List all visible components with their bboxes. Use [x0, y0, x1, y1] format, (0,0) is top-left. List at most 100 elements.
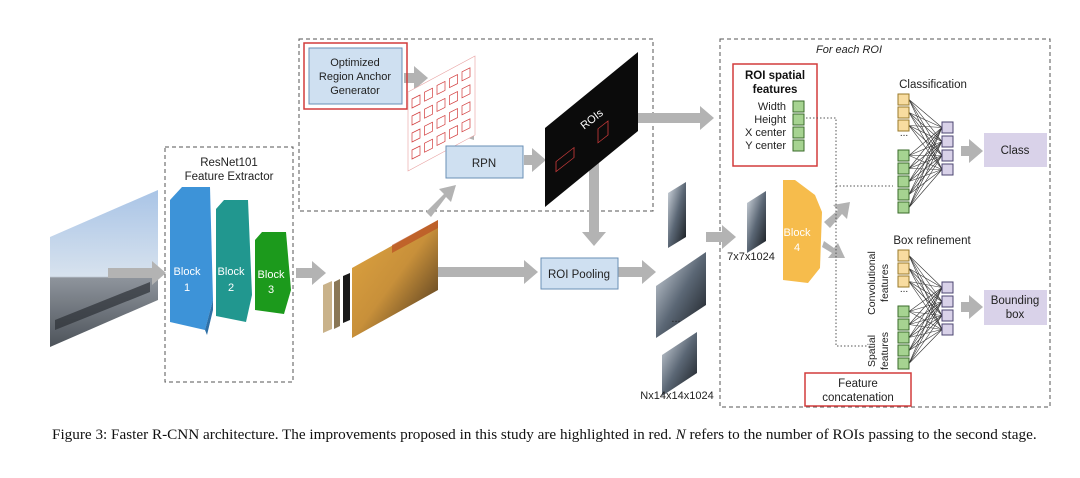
nn-input-node — [897, 106, 910, 119]
bbox-output-box — [984, 290, 1047, 325]
nn-edge — [908, 329, 943, 351]
nn-input-node — [897, 275, 910, 288]
nn-output-node — [941, 121, 954, 134]
arrow-input-to-block1 — [108, 261, 166, 285]
anchor-box — [436, 114, 446, 129]
block-1-number: 1 — [184, 282, 190, 294]
rpn-region — [298, 38, 654, 212]
arrow-anchor-to-grid — [404, 66, 428, 90]
nn-edge — [908, 99, 943, 128]
anchor-box — [411, 111, 421, 126]
anchor-box — [461, 101, 471, 116]
caption-prefix: Figure 3: Faster R-CNN architecture. The… — [52, 426, 676, 443]
anchor-box — [411, 94, 421, 109]
class-output-label: Class — [1001, 145, 1030, 157]
nn-output-node — [941, 163, 954, 176]
nn-input-node — [897, 201, 910, 214]
nn-edge — [908, 125, 943, 128]
nn-edge — [908, 268, 943, 330]
nn-input-node — [897, 344, 910, 357]
nn-edge — [908, 281, 943, 330]
anchor-box — [461, 118, 471, 133]
anchor-box — [449, 108, 458, 123]
nn-edge — [908, 329, 943, 338]
nn-edge — [908, 99, 943, 170]
spatial-node — [792, 113, 805, 126]
nn-edge — [908, 255, 943, 330]
feature-concat-line1: Feature — [838, 378, 878, 390]
nn-input-node — [897, 318, 910, 331]
nn-edge — [908, 329, 943, 364]
block4-input-dims-label: 7x7x1024 — [727, 251, 775, 263]
anchor-box — [449, 91, 458, 106]
feature-maps — [323, 220, 438, 338]
nn-edge — [908, 324, 943, 330]
pooled-crops — [656, 182, 766, 396]
nn-edge — [908, 141, 943, 156]
nn-output-node — [941, 135, 954, 148]
block-4 — [783, 180, 822, 283]
anchor-box — [449, 125, 458, 140]
architecture-diagram: Block 1 Block 2 Block 3 Block 4 ResNet10… — [50, 38, 1051, 408]
arrow-rpn-to-rois — [524, 148, 546, 172]
nn-edge — [908, 112, 943, 170]
spatial-item-height: Height — [754, 114, 786, 126]
resnet-blocks — [170, 180, 822, 335]
anchor-box — [424, 138, 433, 153]
nn-edge — [908, 301, 943, 312]
classification-label: Classification — [899, 79, 967, 91]
nn-edge — [908, 311, 943, 316]
pooled-dims-label: Nx14x14x1024 — [640, 390, 713, 402]
arrow-features-to-rpn — [426, 185, 456, 217]
nn-edge — [908, 169, 943, 195]
nn-edge — [908, 169, 943, 182]
block-3 — [255, 232, 291, 314]
feature-extractor-title-line2: Feature Extractor — [185, 171, 274, 183]
nn-edge — [908, 301, 943, 364]
block-2-number: 2 — [228, 282, 234, 294]
nn-input-node — [897, 305, 910, 318]
nn-input-node — [897, 331, 910, 344]
arrow-nn-to-bbox — [961, 295, 983, 319]
nn-input-node — [897, 249, 910, 262]
rois-panel — [545, 52, 638, 207]
nn-input-node — [897, 162, 910, 175]
nn-edge — [908, 155, 943, 170]
anchor-generator-line3: Generator — [330, 85, 380, 97]
nn-output-node — [941, 281, 954, 294]
nn-edge — [908, 311, 943, 330]
anchor-box — [411, 145, 421, 160]
nn-output-node — [941, 149, 954, 162]
roi-spatial-title-line2: features — [753, 84, 798, 96]
spatial-features-line1: Spatial — [866, 335, 878, 367]
nn-edge — [908, 255, 943, 302]
nn-output-node — [941, 295, 954, 308]
nn-edge — [908, 141, 943, 208]
roi-head-region — [719, 38, 1051, 408]
block-3-number: 3 — [268, 284, 274, 296]
arrow-extractor-to-features — [296, 261, 326, 285]
nn-output-node — [941, 309, 954, 322]
nn-input-node — [897, 188, 910, 201]
crops-ellipsis: ... — [671, 313, 680, 325]
nn-edge — [908, 141, 943, 169]
feature-concat-box — [804, 372, 912, 407]
nn-edge — [908, 255, 943, 288]
nn-edge — [908, 168, 943, 170]
feature-extractor-region — [164, 146, 294, 383]
nn-input-node — [897, 175, 910, 188]
rpn-label: RPN — [472, 158, 496, 170]
block-3-label: Block — [258, 269, 285, 281]
anchor-box — [449, 74, 458, 89]
block-4-number: 4 — [794, 242, 800, 254]
nn-input-node — [897, 357, 910, 370]
spatial-node — [792, 126, 805, 139]
spatial-item-x-center: X center — [745, 127, 786, 139]
convolutional-features-line1: Convolutional — [866, 251, 878, 315]
nn-edge — [908, 99, 943, 142]
anchor-box — [461, 84, 471, 99]
nn-edge — [908, 155, 943, 208]
spatial-item-y-center: Y center — [745, 140, 786, 152]
roi-spatial-title-line1: ROI spatial — [745, 70, 805, 82]
roi-pooling-box — [540, 257, 619, 290]
